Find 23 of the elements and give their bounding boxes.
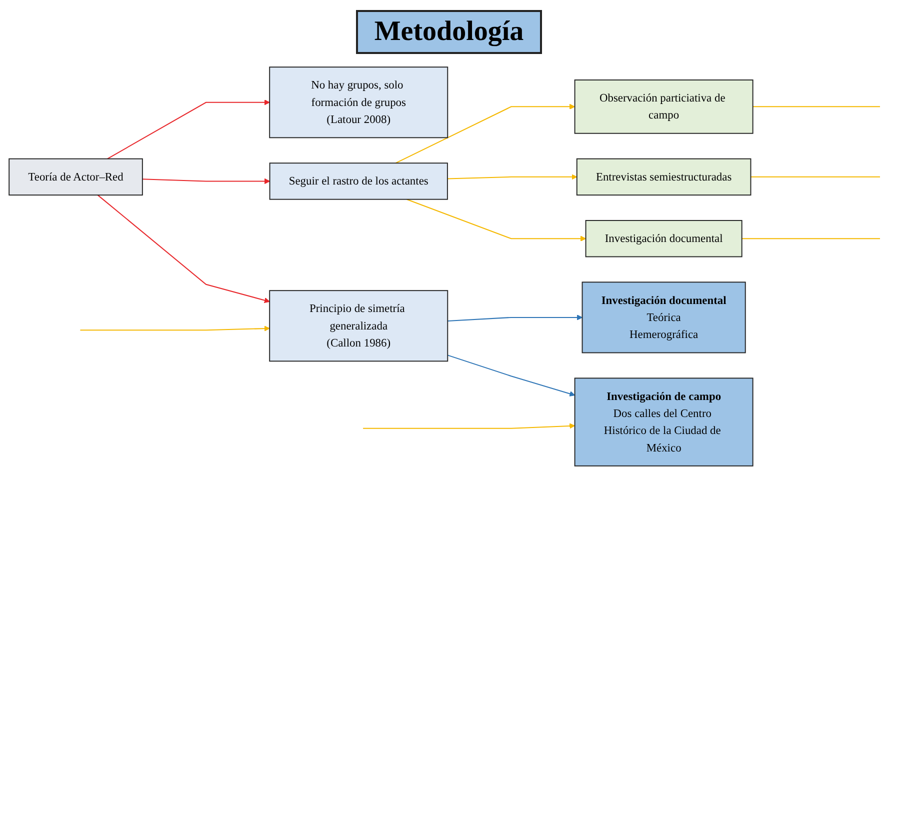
connector [752,106,880,108]
arrow [363,423,576,429]
arrow [97,194,270,304]
arrow [142,178,270,184]
node-box: Observación particiativa de campo [574,79,754,134]
node-box: Entrevistas semiestructuradas [576,158,752,196]
arrow [107,100,270,160]
node-box: Investigación de campo Dos calles del Centro Histórico de la Ciudad de México [574,378,754,466]
connector [742,238,880,240]
node-box: Teoría de Actor–Red [8,158,143,196]
arrow [448,314,583,322]
node-box: Seguir el rastro de los actantes [269,162,448,200]
arrow [80,326,270,332]
arrow [447,354,576,396]
arrow [395,104,576,164]
node-box: Principio de simetría generalizada (Callon 1986) [269,290,448,362]
arrow [406,198,586,242]
title: Metodología [356,10,542,54]
node-box: No hay grupos, solo formación de grupos (Latour 2008) [269,66,448,138]
connector [750,176,880,178]
node-box: Investigación documental Teórica Hemerográfica [582,282,746,354]
arrow [447,174,578,180]
node-box: Investigación documental [585,220,742,258]
